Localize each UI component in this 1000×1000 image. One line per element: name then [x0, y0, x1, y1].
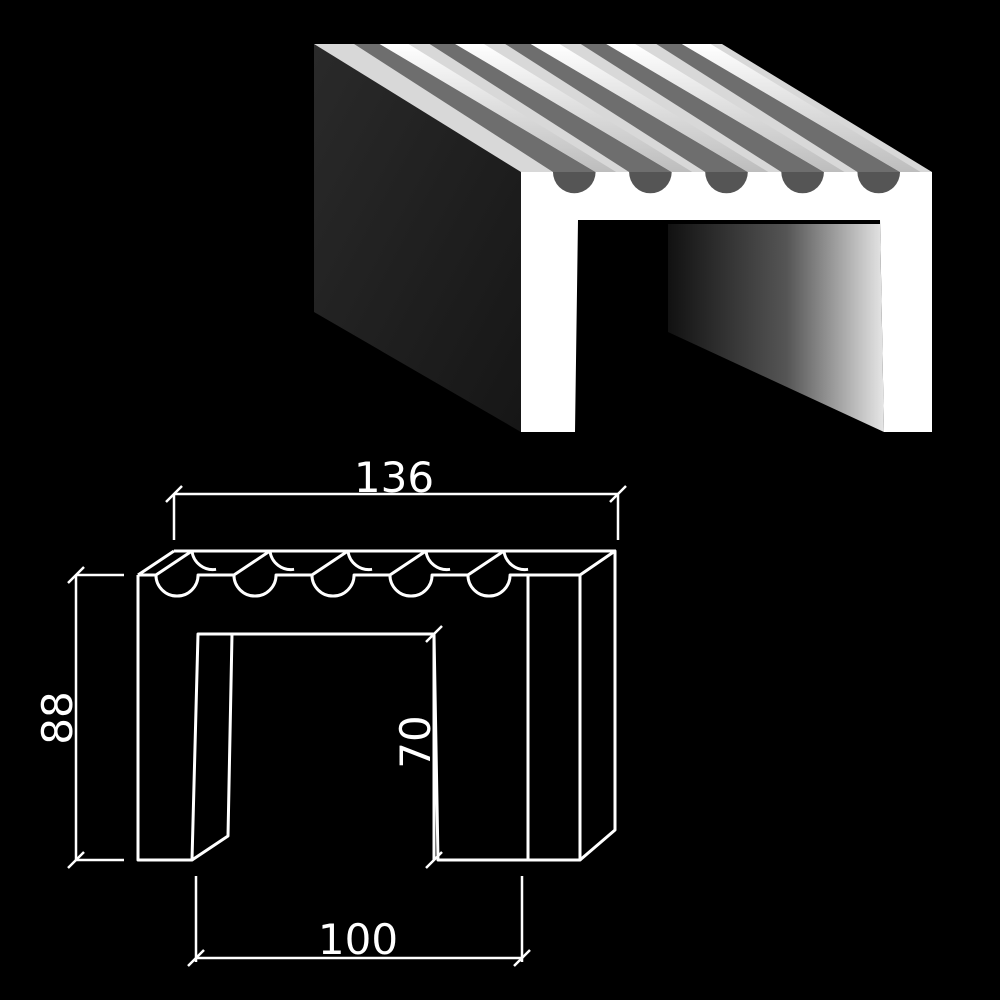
groove-front-cut [781, 172, 824, 194]
profile-outline [136, 575, 530, 862]
dimension-text-inner-height: 70 [391, 715, 440, 768]
groove-depth-line [389, 549, 427, 577]
groove-channel [656, 44, 901, 172]
front-groove-cutouts [552, 172, 901, 194]
dimension-text-inner-width: 100 [318, 915, 398, 964]
left-leg-depth [191, 632, 234, 862]
profile-grooves [137, 549, 615, 598]
groove-back-arc [424, 550, 451, 572]
groove-ridge [681, 44, 921, 172]
groove-channel [354, 44, 596, 172]
groove-depth-line [233, 549, 271, 577]
groove-back-arc [502, 550, 529, 572]
groove-profile-line [138, 573, 528, 598]
groove-back-arc [268, 550, 295, 572]
dimension-text-top-width: 136 [354, 453, 434, 502]
front-face [521, 172, 932, 432]
groove-depth-line [311, 549, 349, 577]
groove-channel [505, 44, 748, 172]
groove-front-cut [552, 172, 596, 194]
groove-front-cut [629, 172, 672, 194]
grooved-top-surface [314, 44, 932, 172]
dimension-overall-height [67, 566, 124, 869]
groove-front-cut [705, 172, 748, 194]
groove-depth-line [155, 549, 193, 577]
dimensioned-profile-drawing [67, 485, 627, 967]
profile-corner-left [137, 549, 175, 577]
dimension-inner-height [425, 625, 443, 869]
left-side-face [314, 44, 521, 432]
groove-back-arc [346, 550, 373, 572]
groove-ridge [379, 44, 617, 172]
groove-ridge [606, 44, 845, 172]
dimension-inner-width [187, 876, 531, 967]
right-block-back [579, 549, 617, 862]
groove-back-arc [190, 550, 217, 572]
molding-3d-render [314, 44, 932, 432]
groove-ridge [455, 44, 693, 172]
dimension-text-overall-height: 88 [33, 691, 82, 744]
inner-channel-wall [668, 224, 884, 432]
groove-front-cut [857, 172, 901, 194]
groove-channel [580, 44, 824, 172]
right-block-depth [528, 573, 582, 862]
groove-channel [429, 44, 672, 172]
dimension-top-width [165, 485, 627, 540]
groove-ridge [530, 44, 769, 172]
groove-depth-line [467, 549, 505, 577]
